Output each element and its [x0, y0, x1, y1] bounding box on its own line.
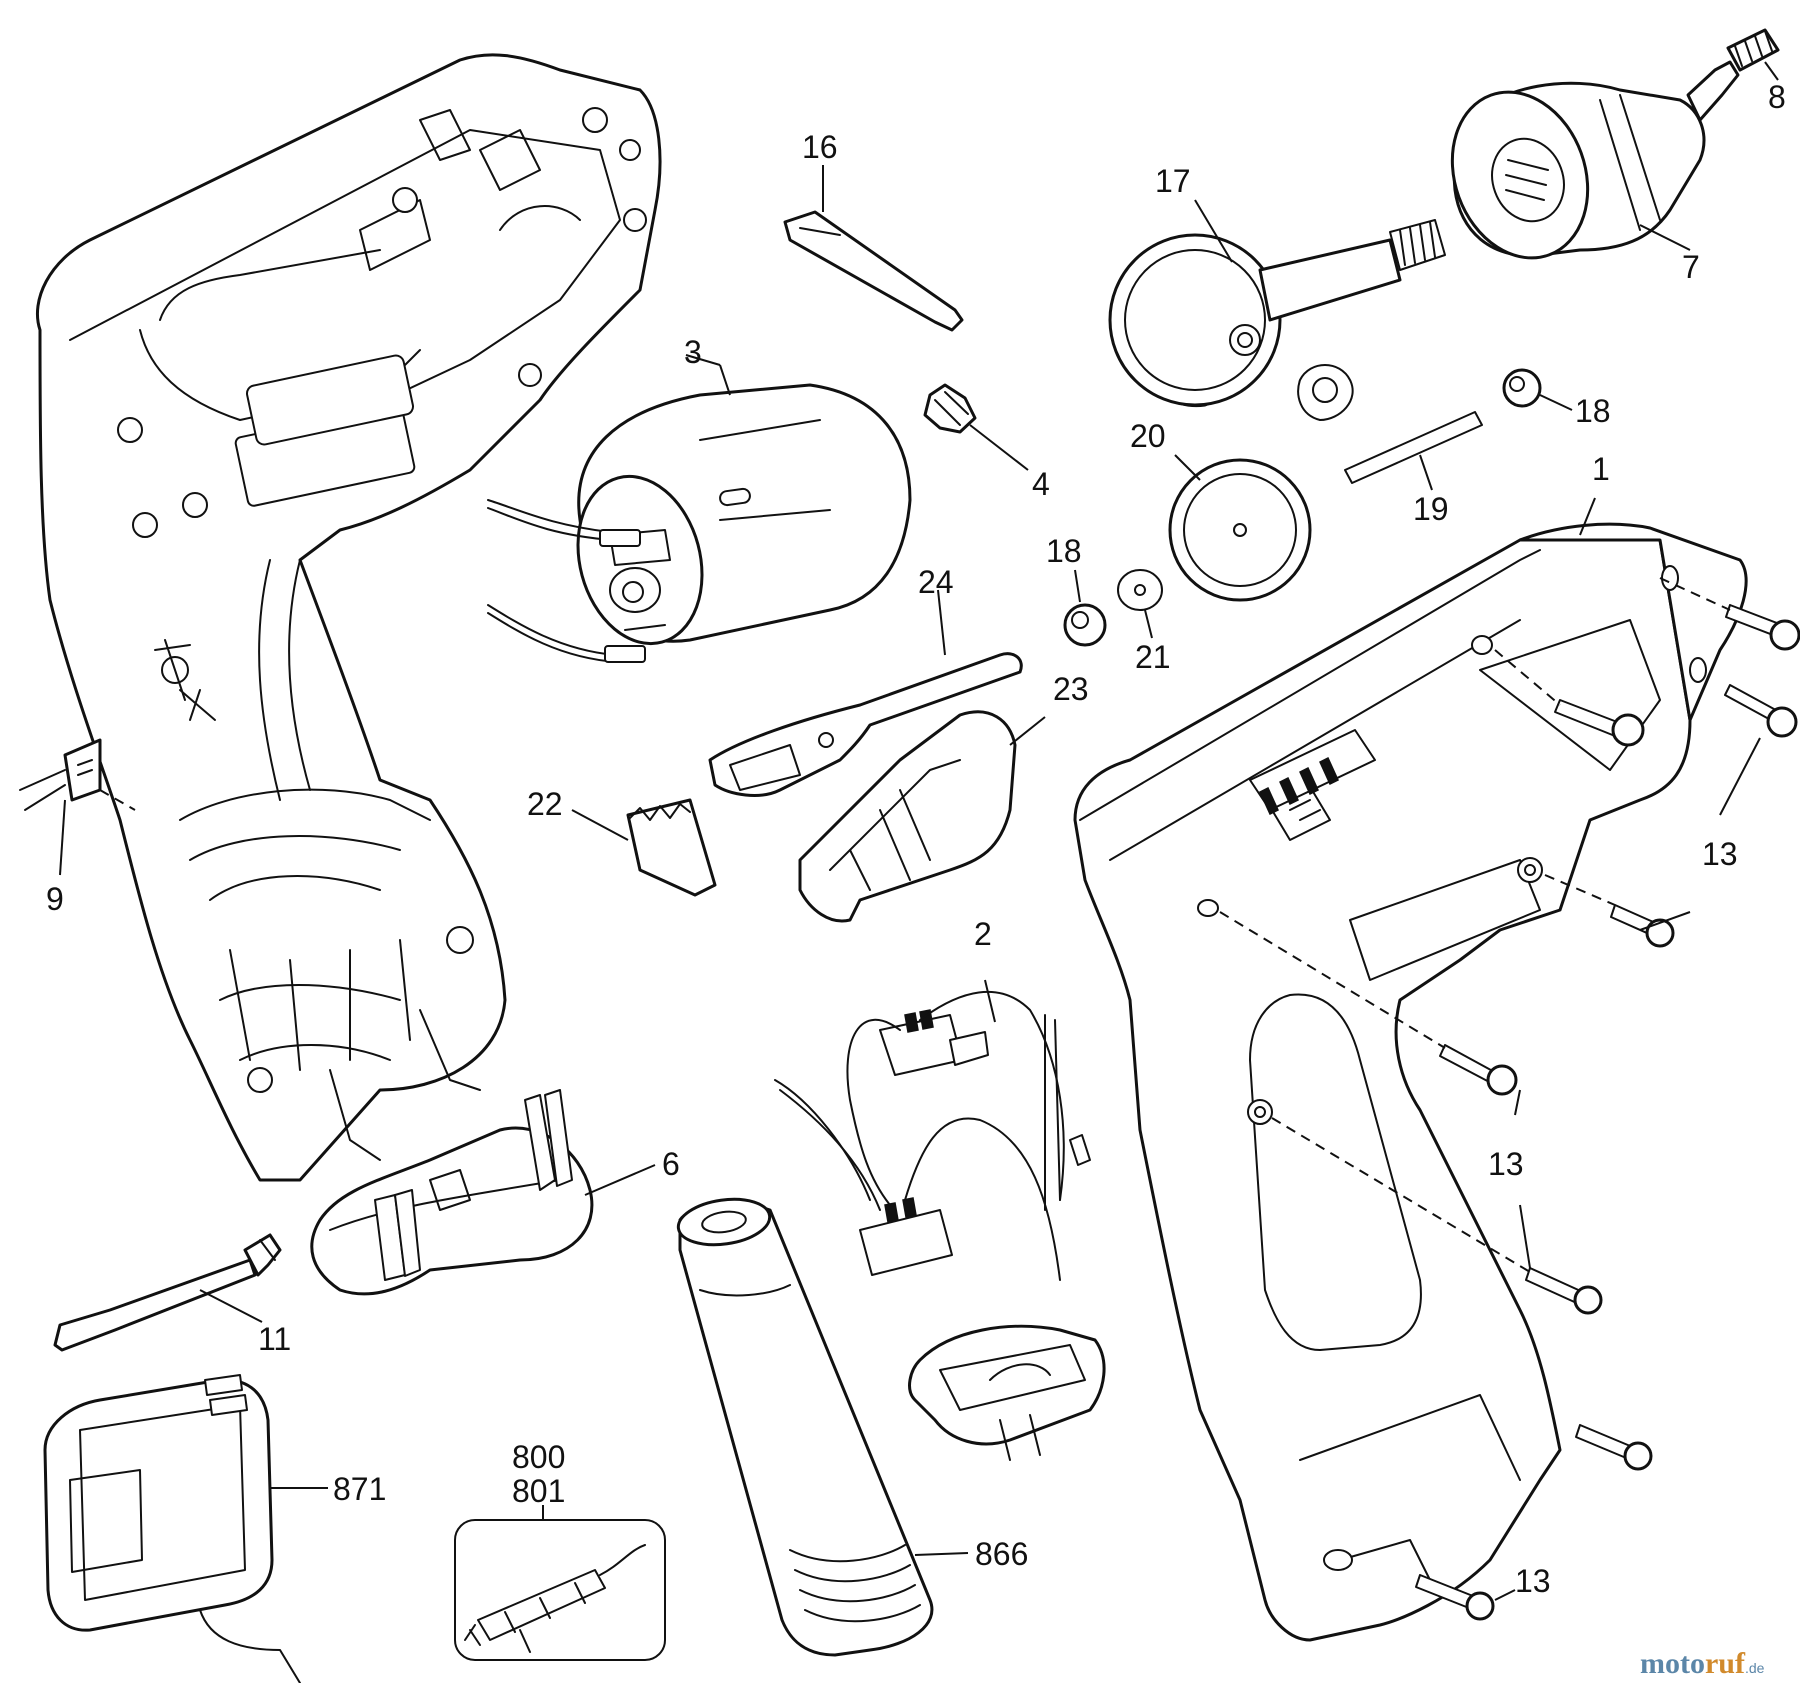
- part-866-battery: [676, 1197, 969, 1657]
- watermark-brand-b: ruf: [1705, 1647, 1746, 1680]
- callout-labels: 1 2 3 4 6 7 8 9 11 13 13 13 16 17 18 18 …: [46, 79, 1786, 1599]
- part-9-clip: [19, 738, 136, 876]
- callout-19: 19: [1413, 491, 1449, 527]
- part-16-strip: [783, 165, 964, 332]
- callout-801: 801: [512, 1473, 565, 1509]
- callout-13-a: 13: [1702, 836, 1738, 872]
- callout-16: 16: [802, 129, 838, 165]
- part-8-screw: [1726, 28, 1780, 81]
- part-22-contact: [571, 798, 717, 897]
- callout-24: 24: [918, 564, 954, 600]
- part-1-right-housing-half: [1073, 497, 1748, 1642]
- callout-13-c: 13: [1515, 1563, 1551, 1599]
- part-4-pinion: [923, 383, 1029, 471]
- part-20-gear: [1168, 454, 1312, 602]
- callout-7: 7: [1682, 249, 1700, 285]
- part-871-charger: [43, 1374, 328, 1683]
- callout-800: 800: [512, 1439, 565, 1475]
- part-19-pin: [1344, 411, 1483, 491]
- part-800-801-inset: [454, 1505, 666, 1661]
- callout-3: 3: [684, 334, 702, 370]
- part-21-washer: [1117, 569, 1163, 639]
- part-7-chuck: [1450, 60, 1740, 260]
- callout-13-b: 13: [1488, 1146, 1524, 1182]
- part-24-lever: [708, 589, 1023, 797]
- part-18-bearing-top: [1502, 368, 1573, 411]
- callout-9: 9: [46, 881, 64, 917]
- part-13-screws: [1219, 577, 1800, 1621]
- callout-20: 20: [1130, 418, 1166, 454]
- callout-2: 2: [974, 916, 992, 952]
- callout-21: 21: [1135, 639, 1171, 675]
- callout-871: 871: [333, 1471, 386, 1507]
- callout-17: 17: [1155, 163, 1191, 199]
- part-6-battery-holder: [310, 1089, 656, 1296]
- callout-4: 4: [1032, 466, 1050, 502]
- callout-18-a: 18: [1575, 393, 1611, 429]
- part-23-switch-housing: [798, 710, 1046, 923]
- svg-text:motoruf.de: motoruf.de: [1640, 1647, 1765, 1680]
- part-2-switch-wiring: [774, 979, 1106, 1461]
- watermark-brand-a: moto: [1640, 1647, 1705, 1680]
- callout-1: 1: [1592, 451, 1610, 487]
- part-3-motor: [487, 354, 912, 663]
- callout-23: 23: [1053, 671, 1089, 707]
- part-18-bearing-lower: [1063, 569, 1107, 647]
- callout-11: 11: [258, 1321, 291, 1357]
- callout-6: 6: [662, 1146, 680, 1182]
- callout-8: 8: [1768, 79, 1786, 115]
- left-housing-half: [35, 53, 662, 1182]
- callout-18-b: 18: [1046, 533, 1082, 569]
- part-11-screwdriver-bit: [53, 1233, 282, 1352]
- watermark-suffix: .de: [1745, 1660, 1765, 1676]
- callout-866: 866: [975, 1536, 1028, 1572]
- part-17-gear-shaft: [1108, 199, 1446, 421]
- watermark-logo: motoruf.de: [1640, 1647, 1765, 1680]
- callout-22: 22: [527, 786, 563, 822]
